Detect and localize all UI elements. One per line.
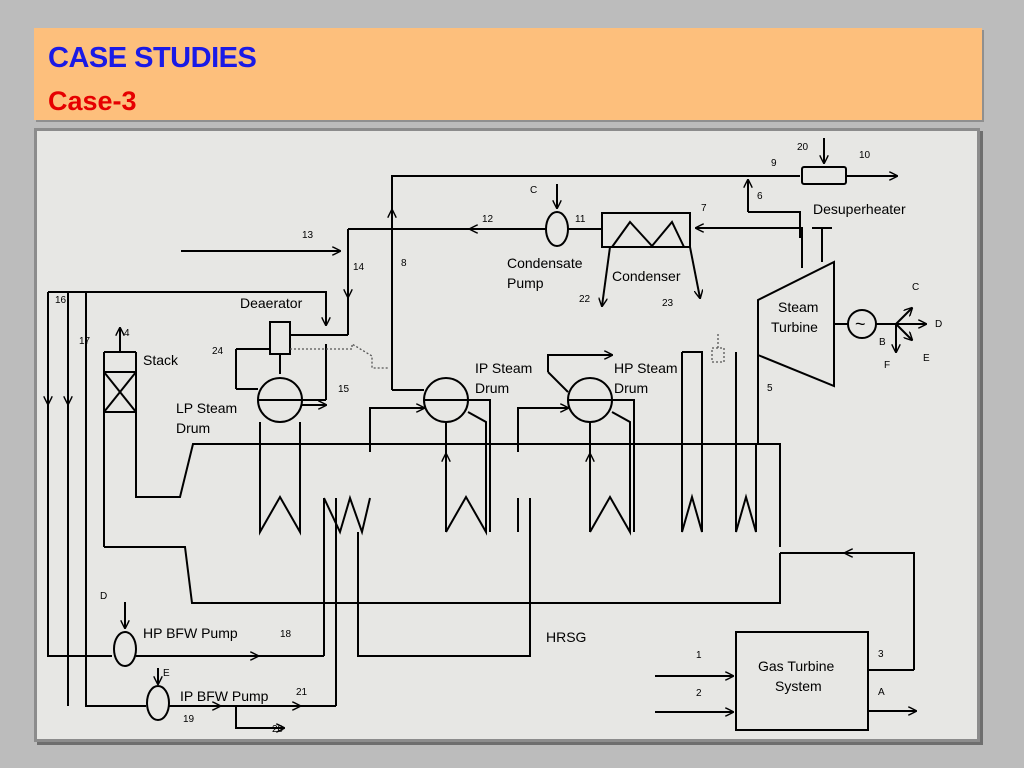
condensate-pump — [545, 211, 569, 247]
stream-6: 6 — [757, 191, 763, 202]
stream-15: 15 — [338, 384, 350, 395]
hp-drum-label: HP Steam — [614, 360, 678, 376]
hrsg-label: HRSG — [546, 629, 586, 645]
ip-drum-label-2: Drum — [475, 380, 509, 396]
stream-9: 9 — [771, 158, 777, 169]
ip-drum-label: IP Steam — [475, 360, 532, 376]
hp-bfw-pump — [113, 631, 137, 667]
stream-24: 24 — [212, 346, 224, 357]
stream-7: 7 — [701, 203, 707, 214]
deaerator-label: Deaerator — [240, 295, 303, 311]
energy-a: A — [878, 687, 885, 698]
lp-drum-label-2: Drum — [176, 420, 210, 436]
stream-13: 13 — [302, 230, 314, 241]
energy-e-generator: E — [923, 353, 930, 364]
stack — [103, 371, 137, 413]
condensate-pump-label: Condensate — [507, 255, 583, 271]
stream-5: 5 — [767, 383, 773, 394]
stream-12: 12 — [482, 214, 494, 225]
stream-8: 8 — [401, 258, 407, 269]
energy-d-pump: D — [100, 591, 107, 602]
stream-18: 18 — [280, 629, 292, 640]
stream-1: 1 — [696, 650, 702, 661]
energy-b: B — [879, 337, 886, 348]
stream-10: 10 — [859, 150, 871, 161]
stream-22: 22 — [579, 294, 591, 305]
energy-e-pump: E — [163, 668, 170, 679]
stream-3: 3 — [878, 649, 884, 660]
deaerator — [269, 321, 291, 355]
gas-turbine-label-2: System — [775, 678, 822, 694]
energy-d-generator: D — [935, 319, 942, 330]
condensate-pump-label-2: Pump — [507, 275, 544, 291]
energy-c-generator: C — [912, 282, 919, 293]
steam-turbine-label: Steam — [778, 299, 818, 315]
stream-2: 2 — [696, 688, 702, 699]
gas-turbine-system — [735, 631, 869, 731]
stream-14: 14 — [353, 262, 365, 273]
desuperheater-label: Desuperheater — [813, 201, 906, 217]
steam-turbine-label-2: Turbine — [771, 319, 818, 335]
stream-20-water: 20 — [272, 724, 284, 735]
stream-20-steam: 20 — [797, 142, 809, 153]
stream-23: 23 — [662, 298, 674, 309]
stream-4: 4 — [124, 328, 130, 339]
hp-drum-label-2: Drum — [614, 380, 648, 396]
energy-c-pump: C — [530, 185, 537, 196]
stream-16: 16 — [55, 295, 67, 306]
stream-19: 19 — [183, 714, 195, 725]
page-subtitle: Case-3 — [48, 86, 137, 116]
lp-drum-label: LP Steam — [176, 400, 237, 416]
gas-turbine-label: Gas Turbine — [758, 658, 834, 674]
desuperheater — [801, 166, 847, 185]
ip-bfw-pump-label: IP BFW Pump — [180, 688, 269, 704]
stream-21: 21 — [296, 687, 308, 698]
energy-f: F — [884, 360, 890, 371]
hp-bfw-pump-label: HP BFW Pump — [143, 625, 238, 641]
exhaust-gas-line — [845, 553, 915, 650]
condenser-label: Condenser — [612, 268, 681, 284]
ip-bfw-pump — [146, 685, 170, 721]
stream-11: 11 — [575, 214, 586, 225]
title-band: CASE STUDIES Case-3 — [34, 28, 982, 120]
page-title: CASE STUDIES — [48, 42, 257, 74]
stream-17: 17 — [79, 336, 91, 347]
generator-symbol: ~ — [855, 314, 866, 334]
stack-label: Stack — [143, 352, 179, 368]
